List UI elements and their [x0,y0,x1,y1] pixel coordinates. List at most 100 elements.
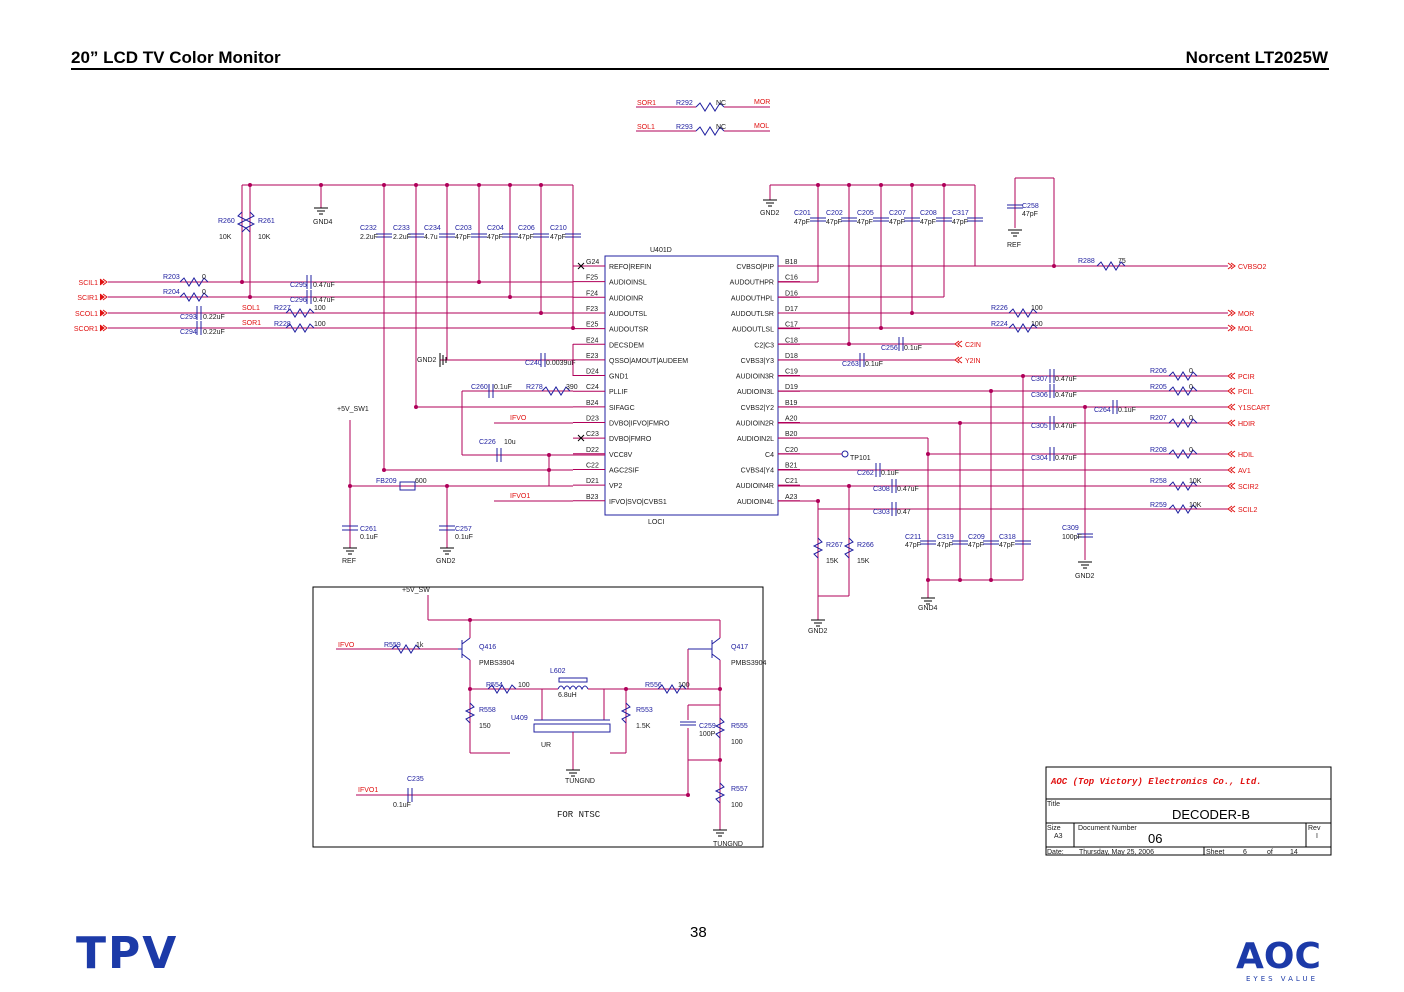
ic-pin-name: DVBO|FMRO [609,436,652,443]
nc-link-mol: SOL1 R293 NC MOL [636,123,770,136]
ic-pin-name: CVBSO|PIP [736,264,774,271]
value-label: 47pF [905,542,921,549]
aoc-logo-text: AOC [1236,936,1321,977]
ref-label: R554 [486,682,503,689]
ref-label: R205 [1150,384,1167,391]
value-label: UR [541,742,551,749]
value-label: 4.7u [424,234,438,241]
ref-label: C203 [455,225,472,232]
ic-pin-number: C18 [785,337,798,344]
ref-label: R226 [991,305,1008,312]
ic-pin-number: F25 [586,275,598,282]
value-label: 47pF [999,542,1015,549]
sheet-value: 6 [1243,849,1247,856]
aoc-tagline: EYES VALUE [1246,975,1318,983]
value-label: NC [716,100,726,107]
ref-label: C260 [471,384,488,391]
nc-link-mor: SOR1 R292 NC MOR [636,99,770,112]
net-label: IFVO1 [510,493,530,500]
value-label: 47pF [968,542,984,549]
value-label: 150 [479,723,491,730]
port-label: SCIR1 [77,295,98,302]
value-label: 0.1uF [865,361,883,368]
ic-pin-number: E25 [586,322,599,329]
ref-label: C264 [1094,407,1111,414]
ic-pin-number: C21 [785,478,798,485]
document-title: 20” LCD TV Color Monitor [71,48,281,67]
ref-label: R206 [1150,368,1167,375]
ground-label: GND2 [1075,573,1095,580]
test-point-label: TP101 [850,455,871,462]
value-label: 0 [1189,415,1193,422]
ic-pin-name: SIFAGC [609,405,635,412]
ref-label: R266 [857,542,874,549]
ic-pin-name: AUDIOINSL [609,280,647,287]
ref-label: C234 [424,225,441,232]
ic-right-pins: B18CVBSO|PIPC16AUDOUTHPRD16AUDOUTHPLD17A… [730,259,800,506]
value-label: 10K [219,234,232,241]
net-label: IFVO1 [358,787,378,794]
value-label: 100P [699,731,716,738]
port-label: SCIL1 [79,280,99,287]
ref-label: C317 [952,210,969,217]
ref-label: R227 [274,305,291,312]
ic-pin-number: C16 [785,275,798,282]
ref-label: C201 [794,210,811,217]
net-label: MOR [754,99,770,106]
value-label: 100 [314,305,326,312]
ref-label: C233 [393,225,410,232]
value-label: 0.47uF [313,297,335,304]
left-lower-nets: GND2 C240 0.0039uF C260 0.1uF R278 390 I… [337,344,605,565]
port-label: PCIR [1238,374,1255,381]
ref-label: R288 [1078,258,1095,265]
value-label: 1.5K [636,723,651,730]
value-label: 0.47 [897,509,911,516]
ref-label: R224 [991,321,1008,328]
value-label: 0.47uF [1055,455,1077,462]
ic-pin-number: D23 [586,416,599,423]
ic-pin-name: AUDOUTHPR [730,280,774,287]
ref-label: R204 [163,289,180,296]
ic-u401d: U401D LOCI G24REFO|REFINF25AUDIOINSLF24A… [573,247,800,526]
ref-label: L602 [550,668,566,675]
ref-label: C296 [290,297,307,304]
ic-pin-name: PLLIF [609,389,628,396]
port-label: HDIR [1238,421,1255,428]
ic-pin-name: DVBO|IFVO|FMRO [609,421,670,428]
ref-label: C210 [550,225,567,232]
ic-unit-label: LOCI [648,519,664,526]
value-label: 0.47uF [1055,392,1077,399]
ic-pin-name: VP2 [609,483,622,490]
docnum-value: 06 [1148,831,1162,846]
value-label: 0.22uF [203,314,225,321]
ref-label: C206 [518,225,535,232]
docnum-label: Document Number [1078,825,1137,832]
ref-label: C211 [905,534,921,541]
ic-pin-name: GND1 [609,374,629,381]
value-label: 10K [1189,502,1202,509]
ic-pin-name: AUDOUTHPL [731,295,774,302]
ic-pin-name: AUDOUTLSR [731,311,774,318]
ic-pin-name: CVBS3|Y3 [741,358,774,365]
ref-label: C235 [407,776,424,783]
ic-pin-name: AUDOUTLSL [732,327,774,334]
value-label: 47pF [487,234,503,241]
ic-pin-number: C24 [586,384,599,391]
ref-label: C295 [290,282,307,289]
ground-label: TUNGND [713,841,743,848]
ground-label: TUNGND [565,778,595,785]
ic-pin-number: B18 [785,259,798,266]
port-label: SCOR1 [74,326,98,333]
ic-pin-name: AUDOUTSR [609,327,648,334]
port-label: SCOL1 [75,311,98,318]
size-value: A3 [1054,833,1063,840]
ic-pin-name: AUDIOINR [609,295,643,302]
port-label: MOL [1238,326,1253,333]
ground-label: GND2 [808,628,828,635]
ref-label: R278 [526,384,543,391]
value-label: PMBS3904 [479,660,515,667]
value-label: 47pF [937,542,953,549]
value-label: 10K [258,234,271,241]
value-label: 47pF [455,234,471,241]
